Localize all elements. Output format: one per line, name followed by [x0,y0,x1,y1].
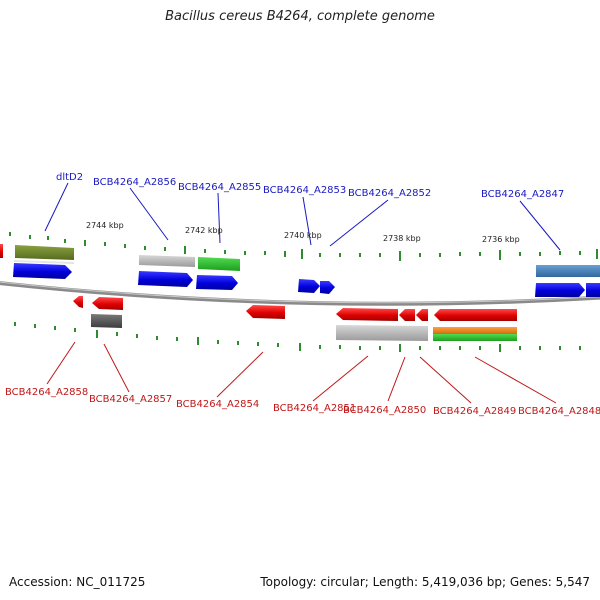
gene-feature[interactable] [586,283,600,297]
gene-label[interactable]: BCB4264_A2851 [273,403,356,414]
gene-feature[interactable] [91,314,122,328]
gene-label[interactable]: dltD2 [56,172,83,183]
genome-summary-text: Topology: circular; Length: 5,419,036 bp… [260,575,590,589]
gene-feature[interactable] [92,297,123,310]
gene-label[interactable]: BCB4264_A2855 [178,182,261,193]
gene-label[interactable]: BCB4264_A2857 [89,394,172,405]
gene-label[interactable]: BCB4264_A2852 [348,188,431,199]
gene-feature[interactable] [198,257,240,271]
gene-feature[interactable] [433,327,517,334]
gene-feature[interactable] [15,245,74,260]
gene-label[interactable]: BCB4264_A2847 [481,189,564,200]
gene-feature[interactable] [536,265,600,277]
gene-label[interactable]: BCB4264_A2850 [343,405,426,416]
gene-label[interactable]: BCB4264_A2853 [263,185,346,196]
gene-feature[interactable] [416,309,428,321]
gene-feature[interactable] [336,325,428,341]
gene-label[interactable]: BCB4264_A2856 [93,177,176,188]
upper-leader-lines [44,182,561,251]
lower-tick-row [14,322,581,352]
gene-label[interactable]: BCB4264_A2849 [433,406,516,417]
gene-feature[interactable] [73,296,83,308]
map-title: Bacillus cereus B4264, complete genome [165,9,435,24]
gene-feature[interactable] [336,308,398,321]
gene-feature[interactable] [138,271,193,287]
gene-feature[interactable] [535,283,585,297]
gene-feature[interactable] [139,255,195,267]
scale-label: 2740 kbp [284,231,322,240]
gene-feature[interactable] [434,309,517,321]
gene-feature[interactable] [13,263,72,279]
scale-label: 2736 kbp [482,235,520,244]
upper-tick-row [9,232,598,261]
gene-feature[interactable] [298,279,320,293]
gene-label[interactable]: BCB4264_A2854 [176,399,259,410]
scale-label: 2744 kbp [86,221,124,230]
gene-feature[interactable] [246,305,285,319]
gene-feature[interactable] [399,309,415,321]
scale-label: 2738 kbp [383,234,421,243]
scale-label: 2742 kbp [185,226,223,235]
genome-backbone [0,281,600,306]
gene-feature[interactable] [433,334,517,341]
gene-label[interactable]: BCB4264_A2858 [5,387,88,398]
gene-feature[interactable] [0,244,3,258]
gene-label[interactable]: BCB4264_A2848 [518,406,600,417]
accession-text: Accession: NC_011725 [9,575,146,589]
gene-feature[interactable] [320,281,335,294]
gene-feature[interactable] [196,275,238,290]
gene-feature[interactable] [14,260,74,264]
lower-leader-lines [46,341,557,404]
genome-backbone-highlight [0,281,600,304]
